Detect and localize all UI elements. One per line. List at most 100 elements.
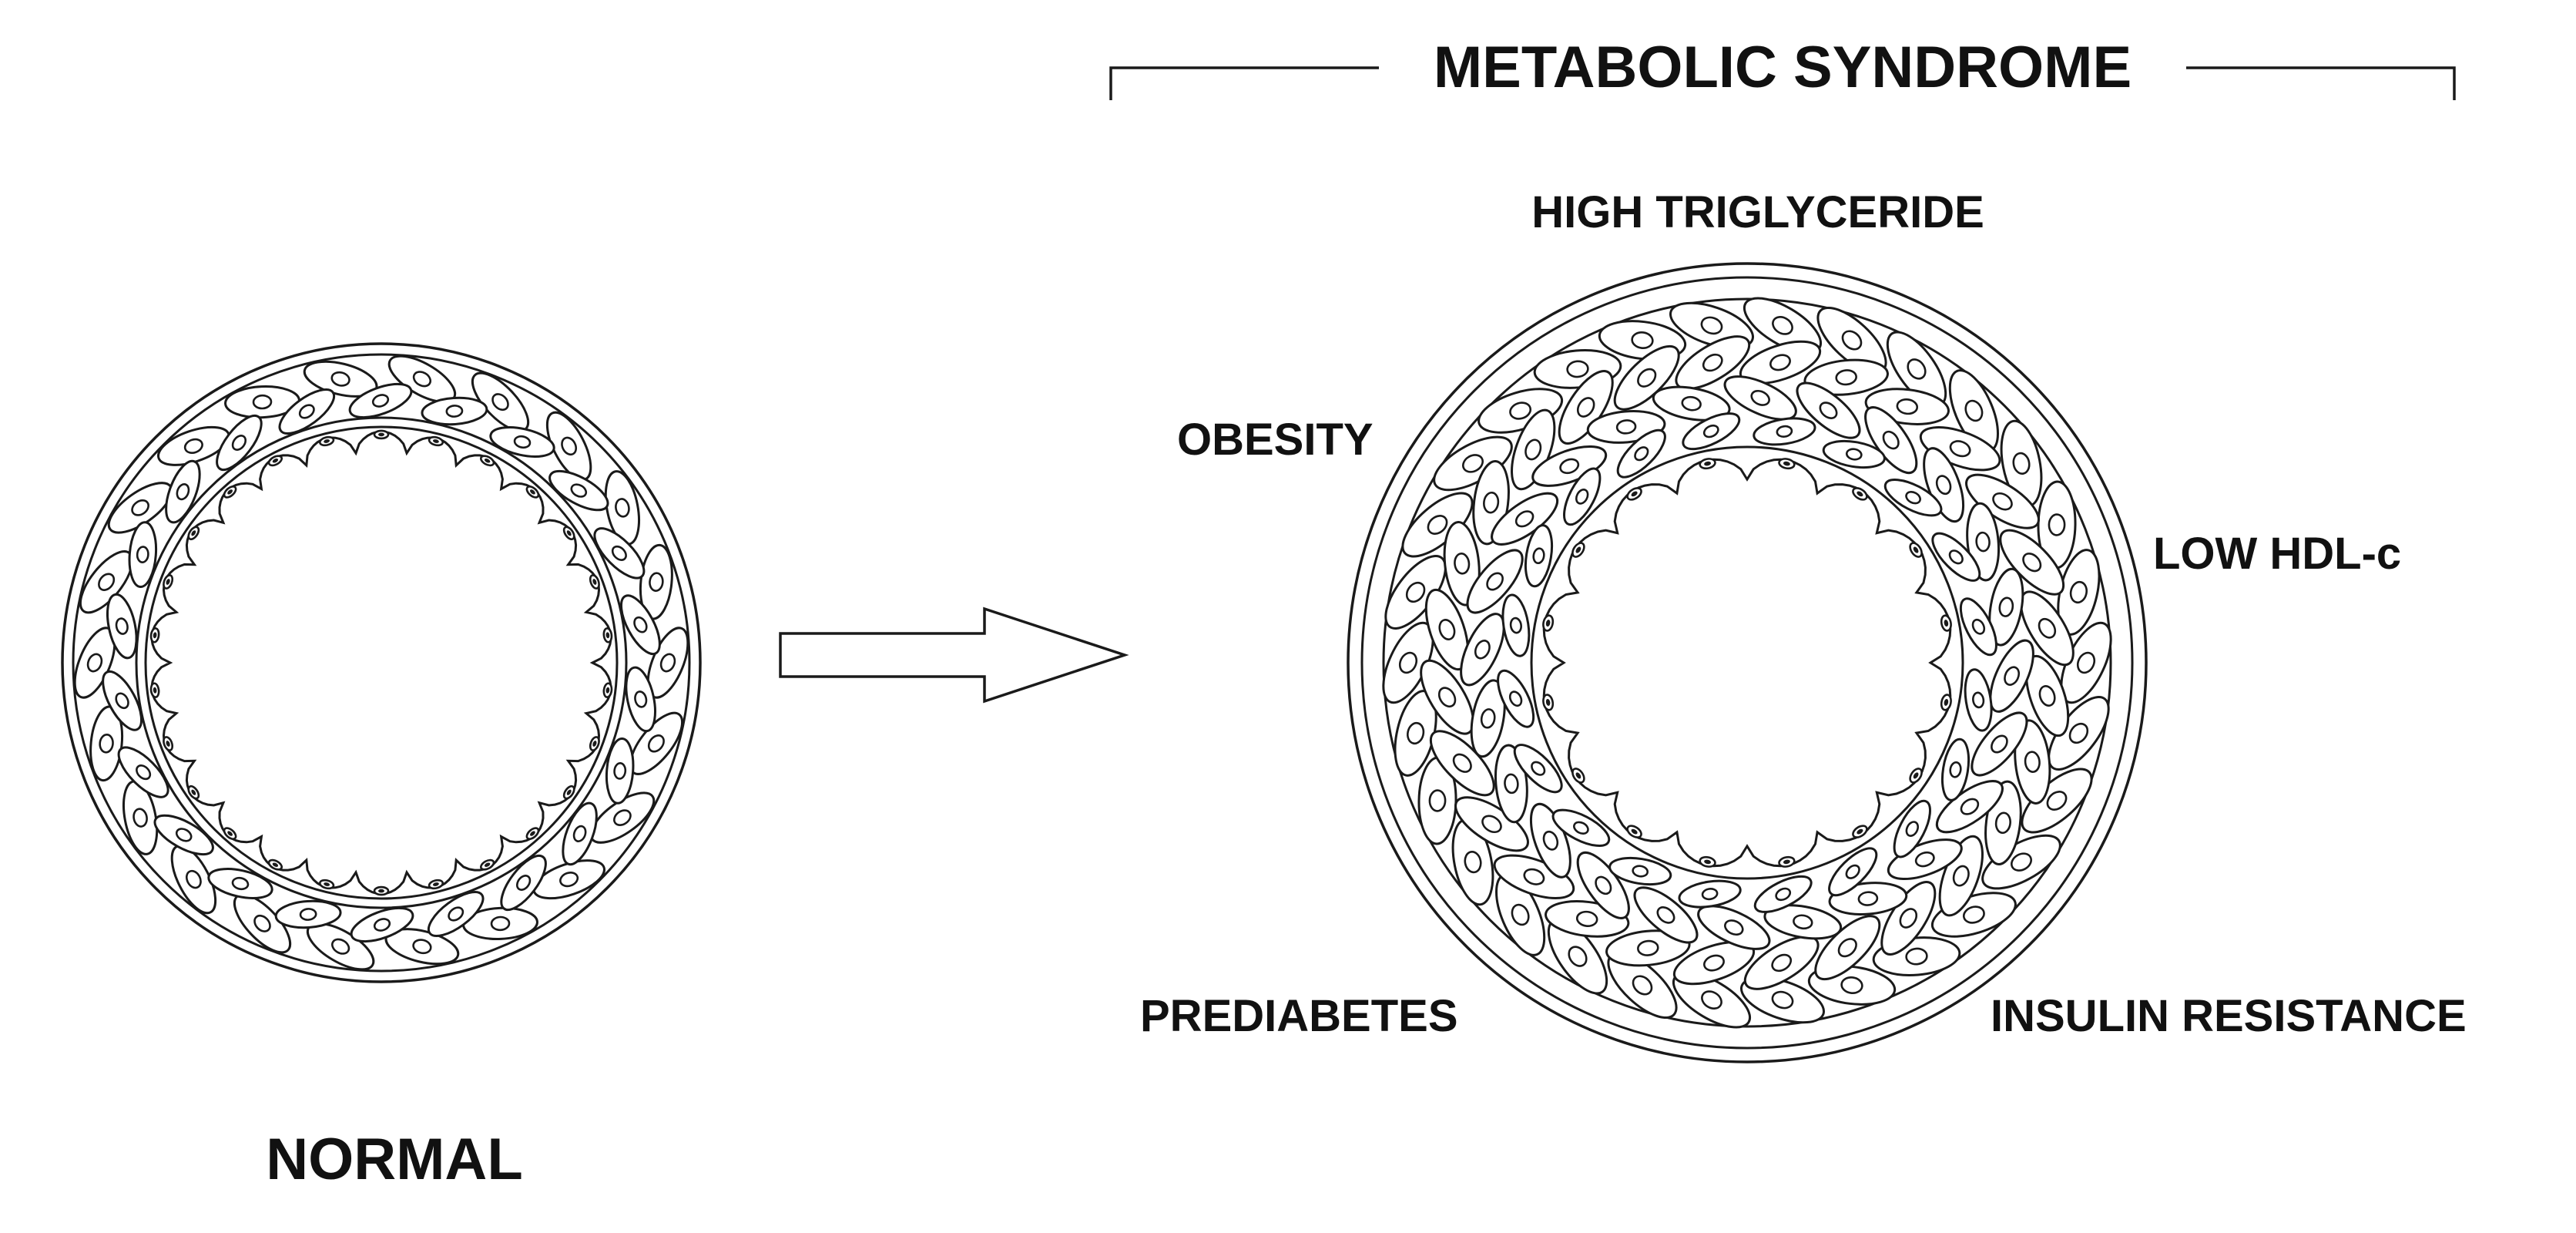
endothelial-cell-nucleus — [1940, 694, 1952, 711]
smooth-muscle-cell — [153, 814, 214, 856]
smooth-muscle-cell — [1497, 669, 1535, 728]
smooth-muscle-cell — [548, 469, 609, 512]
smooth-muscle-cell — [157, 425, 230, 466]
factor-prediabetes: PREDIABETES — [1140, 991, 1458, 1041]
endothelial-cell-nucleus — [1626, 825, 1642, 838]
smooth-muscle-cell — [1893, 799, 1931, 858]
smooth-muscle-cell — [1923, 447, 1965, 523]
smooth-muscle-cell — [1753, 875, 1813, 913]
endothelial-cell-nucleus — [318, 435, 335, 447]
endothelial-cell-nucleus — [1571, 768, 1585, 784]
smooth-muscle-cell — [1887, 838, 1963, 881]
smooth-muscle-cell — [1931, 532, 1981, 582]
smooth-muscle-cell — [1682, 412, 1741, 451]
smooth-muscle-cell — [1529, 802, 1571, 879]
smooth-muscle-cell — [1959, 597, 1997, 657]
smooth-muscle-cell — [1988, 567, 2024, 647]
endothelial-cell-nucleus — [602, 682, 613, 698]
smooth-muscle-cell — [1460, 613, 1505, 687]
header-bracket-right — [2186, 66, 2456, 100]
header-title: METABOLIC SYNDROME — [1434, 35, 2132, 100]
smooth-muscle-cell — [1652, 385, 1731, 422]
smooth-muscle-cell — [639, 543, 673, 620]
smooth-muscle-cell — [1493, 854, 1575, 899]
smooth-muscle-cell — [629, 711, 684, 775]
endothelial-cell-nucleus — [373, 429, 390, 440]
endothelial-cell-nucleus — [479, 858, 495, 871]
endothelial-cell-nucleus — [1909, 542, 1923, 558]
smooth-muscle-cell — [1511, 408, 1556, 491]
smooth-muscle-cell — [165, 459, 201, 524]
smooth-muscle-cell — [106, 593, 138, 660]
endothelial-cell-nucleus — [562, 784, 575, 800]
endothelial-cell-nucleus — [163, 736, 174, 751]
smooth-muscle-cell — [117, 746, 169, 798]
smooth-muscle-cell — [348, 382, 413, 419]
smooth-muscle-cell — [2000, 419, 2043, 508]
smooth-muscle-cell — [2014, 719, 2051, 805]
endothelial-cell-nucleus — [1542, 614, 1555, 632]
endothelial-cell-nucleus — [428, 879, 444, 890]
smooth-muscle-cell — [1524, 524, 1554, 588]
smooth-muscle-cell — [1384, 555, 1447, 630]
disease-internal-elastic-lamina — [1530, 445, 1964, 880]
endothelial-cell-nucleus — [163, 574, 174, 590]
smooth-muscle-cell — [2021, 768, 2093, 834]
smooth-muscle-cell — [207, 868, 273, 899]
right-arrow-icon — [779, 606, 1129, 704]
smooth-muscle-cell — [1883, 479, 1943, 517]
smooth-muscle-cell — [1938, 835, 1984, 917]
endothelial-lining — [1542, 458, 1952, 868]
smooth-muscle-cell — [1989, 639, 2034, 713]
endothelial-cell-nucleus — [149, 682, 160, 698]
smooth-muscle-cell — [79, 550, 134, 614]
smooth-muscle-cell — [274, 899, 342, 929]
smooth-muscle-cell — [2019, 590, 2075, 667]
endothelial-cell-nucleus — [267, 455, 283, 467]
smooth-muscle-cell — [1563, 467, 1602, 526]
endothelial-cell-nucleus — [1778, 855, 1796, 868]
smooth-muscle-cell — [1981, 834, 2061, 890]
factor-low-hdl-c: LOW HDL-c — [2153, 529, 2401, 579]
smooth-muscle-cell — [1822, 439, 1886, 469]
smooth-muscle-cell — [427, 891, 485, 937]
smooth-muscle-cell — [1803, 358, 1889, 396]
endothelial-cell-nucleus — [428, 435, 444, 447]
endothelial-cell-nucleus — [187, 526, 200, 541]
endothelial-cell-nucleus — [1699, 458, 1716, 470]
smooth-muscle-cell — [604, 470, 640, 546]
disease-adventitia — [1360, 276, 2134, 1050]
endothelial-cell-nucleus — [373, 885, 390, 896]
smooth-muscle-cell — [1501, 593, 1531, 657]
smooth-muscle-cell — [1940, 737, 1971, 801]
smooth-muscle-cell — [1607, 951, 1678, 1020]
endothelial-cell-nucleus — [602, 627, 613, 643]
endothelial-cell-nucleus — [562, 526, 575, 541]
endothelial-cell-nucleus — [479, 455, 495, 467]
smooth-muscle-cell — [605, 737, 635, 805]
smooth-muscle-cell — [1513, 744, 1563, 794]
endothelial-cell-nucleus — [1852, 487, 1868, 501]
smooth-muscle-cell — [1633, 886, 1699, 944]
smooth-muscle-cell — [216, 414, 263, 472]
factor-high-triglyceride: HIGH TRIGLYCERIDE — [1531, 187, 1984, 237]
smooth-muscle-cell — [1948, 369, 1999, 452]
normal-outer-wall — [61, 342, 702, 983]
smooth-muscle-cell — [1697, 905, 1771, 950]
smooth-muscle-cell — [1971, 711, 2028, 777]
smooth-muscle-cell — [1420, 659, 1475, 735]
smooth-muscle-cell — [1675, 335, 1751, 391]
smooth-muscle-cell — [1743, 935, 1820, 990]
smooth-muscle-cell — [500, 854, 547, 912]
smooth-muscle-cell — [1753, 417, 1816, 446]
smooth-muscle-cell — [619, 594, 661, 656]
smooth-muscle-cell — [128, 521, 158, 588]
smooth-muscle-cell — [1935, 780, 2004, 834]
smooth-muscle-cell — [350, 906, 414, 943]
normal-adventitia — [72, 353, 691, 973]
endothelial-cell-nucleus — [1542, 694, 1555, 711]
smooth-muscle-cell — [1964, 668, 1993, 732]
endothelial-cell-nucleus — [267, 858, 283, 871]
endothelial-cell-nucleus — [589, 574, 600, 590]
smooth-muscle-cell — [122, 780, 159, 855]
